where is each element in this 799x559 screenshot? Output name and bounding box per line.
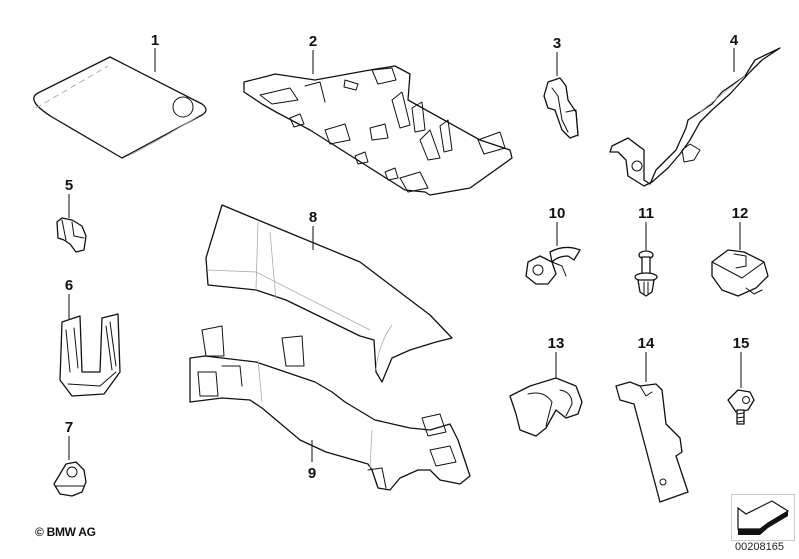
part-12-cable-clamp[interactable] (711, 249, 769, 297)
callout-7[interactable]: 7 (65, 419, 73, 436)
copyright-label: © BMW AG (35, 525, 96, 539)
part-9-cable-duct[interactable] (189, 325, 471, 491)
arrow-back-icon (737, 500, 790, 535)
part-11-expanding-rivet[interactable] (634, 250, 658, 297)
back-navigation-button[interactable] (731, 494, 795, 541)
callout-3[interactable]: 3 (553, 35, 561, 52)
document-number: 00208165 (735, 541, 784, 553)
callout-12[interactable]: 12 (732, 205, 749, 222)
callout-4[interactable]: 4 (730, 32, 739, 49)
part-10-cable-holder[interactable] (525, 246, 581, 285)
callout-15[interactable]: 15 (733, 335, 750, 352)
callout-14[interactable]: 14 (638, 335, 655, 352)
part-1-pad[interactable] (33, 56, 207, 159)
part-5-clip[interactable] (56, 217, 87, 253)
callout-13[interactable]: 13 (548, 335, 565, 352)
part-14-bracket[interactable] (615, 381, 689, 503)
callout-5[interactable]: 5 (65, 177, 73, 194)
callout-8[interactable]: 8 (309, 209, 317, 226)
callout-6[interactable]: 6 (65, 277, 73, 294)
part-15-screw[interactable] (727, 389, 755, 425)
part-2-bracket-plate[interactable] (243, 65, 513, 196)
callout-2[interactable]: 2 (309, 33, 317, 50)
callout-9[interactable]: 9 (308, 465, 316, 482)
part-3-clip[interactable] (543, 77, 579, 139)
part-8-cover[interactable] (205, 204, 453, 383)
part-6-holder[interactable] (59, 313, 121, 397)
part-7-cable-clip[interactable] (53, 461, 87, 497)
part-4-bracket-arm[interactable] (609, 47, 781, 187)
part-13-cable-clip[interactable] (509, 377, 583, 437)
callout-11[interactable]: 11 (638, 205, 654, 222)
callout-10[interactable]: 10 (549, 205, 566, 222)
callout-1[interactable]: 1 (151, 32, 159, 49)
